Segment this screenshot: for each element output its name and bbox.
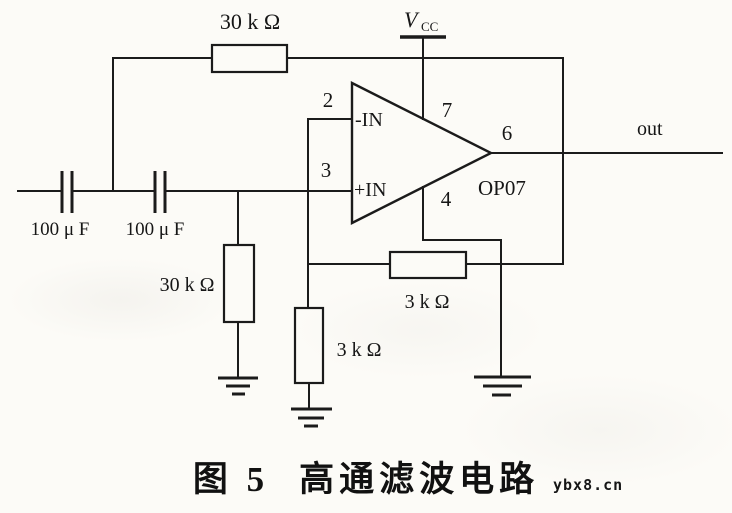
label-inverting-input: -IN (355, 109, 383, 131)
figure-caption-number: 图 5 (192, 460, 270, 499)
resistor-gain-ground-3k (293, 306, 325, 385)
watermark-text: ybx8.cn (553, 476, 623, 494)
resistor-input-ground-30k (222, 243, 256, 324)
label-resistor-gain-feedback: 3 k Ω (405, 291, 450, 313)
label-resistor-feedback: 30 k Ω (220, 9, 280, 34)
label-pin2: 2 (323, 88, 334, 112)
label-opamp-part: OP07 (478, 176, 526, 200)
label-capacitor-c2: 100 μ F (126, 219, 185, 240)
ground-symbol-gain (291, 407, 332, 428)
label-noninverting-input: +IN (354, 179, 386, 201)
label-vcc: V (404, 7, 420, 32)
resistor-feedback-30k (210, 43, 289, 74)
ground-symbol-pin4 (474, 375, 531, 397)
label-capacitor-c1: 100 μ F (31, 219, 90, 240)
figure-caption: 图 5 高通滤波电路 (0, 459, 732, 501)
label-resistor-input-ground: 30 k Ω (160, 274, 215, 296)
figure-caption-title: 高通滤波电路 (299, 460, 540, 499)
resistor-gain-feedback-3k (388, 250, 468, 280)
label-pin6: 6 (502, 121, 513, 145)
opamp-triangle (350, 81, 494, 225)
label-pin7: 7 (442, 98, 453, 122)
ground-symbol-input (218, 376, 258, 396)
label-resistor-gain-ground: 3 k Ω (337, 339, 382, 361)
label-vcc-subscript: CC (421, 19, 438, 34)
label-output: out (637, 118, 663, 140)
label-pin3: 3 (321, 158, 332, 182)
label-pin4: 4 (441, 187, 452, 211)
